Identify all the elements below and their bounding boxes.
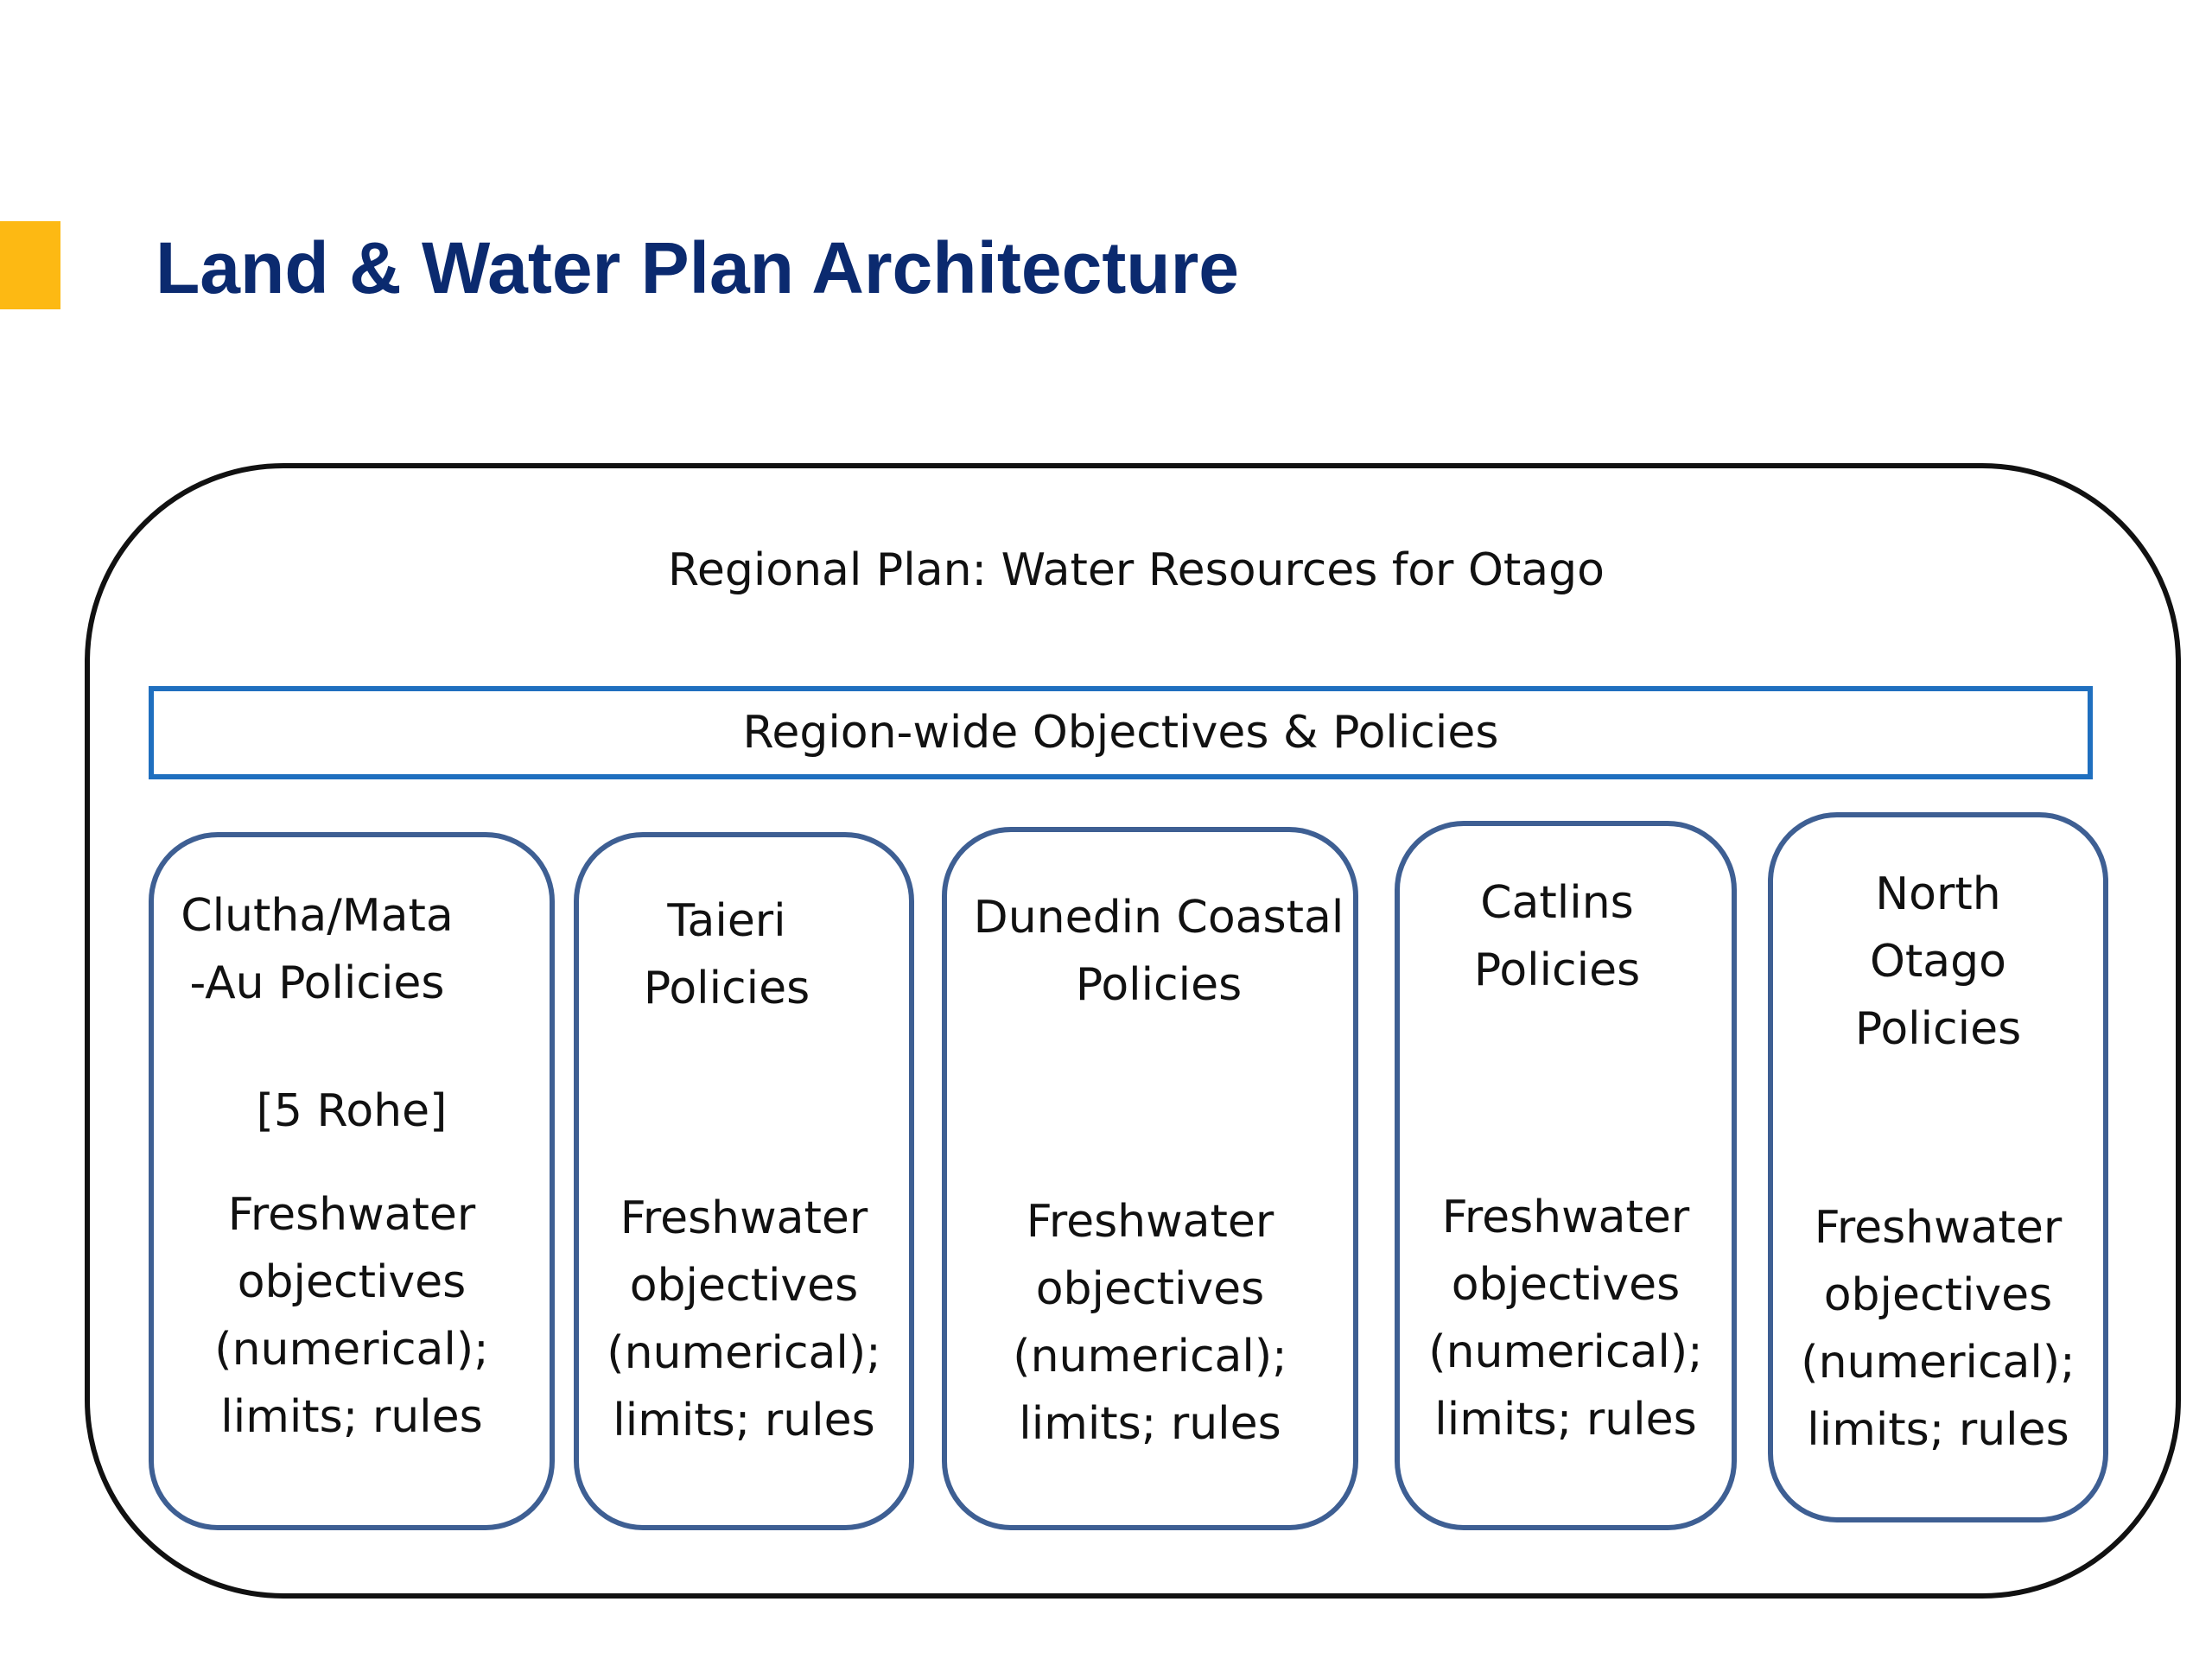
title-accent-bar	[0, 221, 60, 309]
area-detail: Freshwater objectives (numerical); limit…	[214, 1189, 489, 1443]
area-detail: Freshwater objectives (numerical); limit…	[1428, 1192, 1703, 1446]
regional-plan-container	[85, 463, 2181, 1599]
area-box-dunedin-coastal: Dunedin Coastal Policies Freshwater obje…	[942, 827, 1358, 1530]
region-wide-label: Region-wide Objectives & Policies	[742, 707, 1499, 759]
region-wide-box: Region-wide Objectives & Policies	[149, 686, 2093, 779]
area-note: [5 Rohe]	[256, 1085, 448, 1137]
page-title: Land & Water Plan Architecture	[156, 227, 1240, 308]
area-detail: Freshwater objectives (numerical); limit…	[1013, 1196, 1287, 1450]
area-title: Clutha/Mata -Au Policies	[181, 890, 454, 1009]
area-title: Dunedin Coastal Policies	[973, 892, 1344, 1011]
area-title: North Otago Policies	[1854, 868, 2022, 1055]
area-box-taieri: Taieri Policies Freshwater objectives (n…	[574, 832, 914, 1530]
area-box-clutha: Clutha/Mata -Au Policies [5 Rohe] Freshw…	[149, 832, 555, 1530]
area-box-catlins: Catlins Policies Freshwater objectives (…	[1395, 821, 1737, 1530]
area-detail: Freshwater objectives (numerical); limit…	[1801, 1202, 2075, 1456]
area-title: Catlins Policies	[1473, 877, 1641, 996]
area-title: Taieri Policies	[643, 895, 810, 1014]
regional-plan-label: Regional Plan: Water Resources for Otago	[668, 544, 1605, 596]
area-detail: Freshwater objectives (numerical); limit…	[607, 1192, 881, 1446]
area-box-north-otago: North Otago Policies Freshwater objectiv…	[1768, 812, 2108, 1522]
